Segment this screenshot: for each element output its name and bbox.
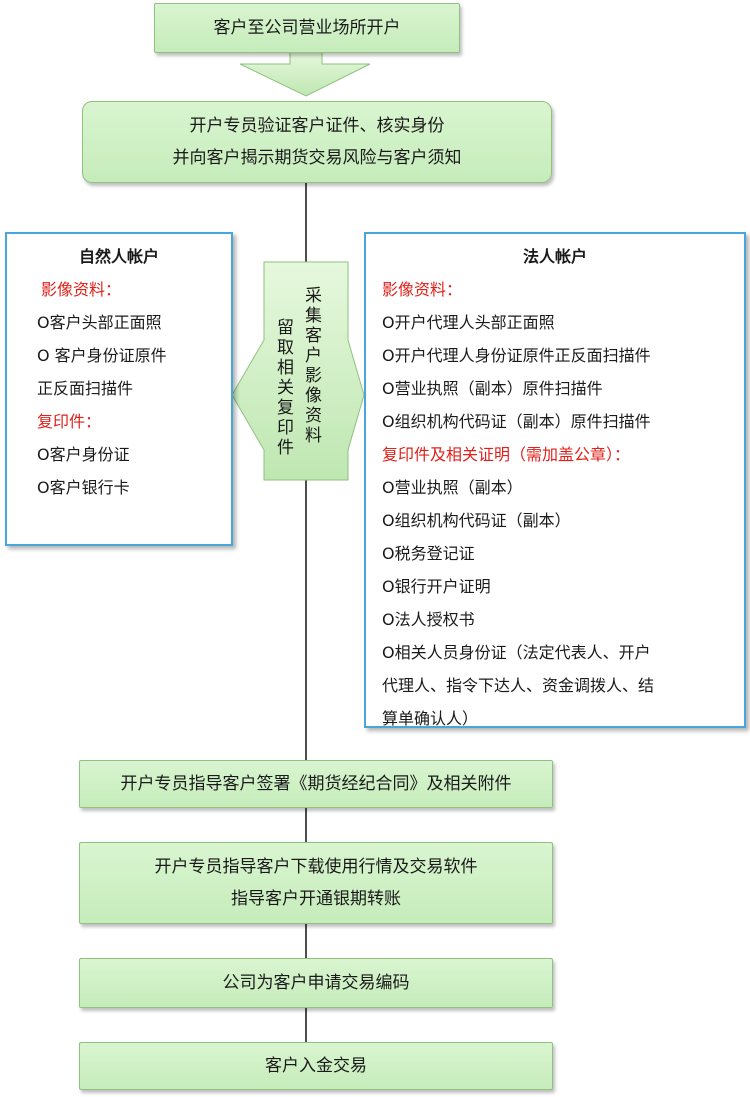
list-item: O相关人员身份证（法定代表人、开户 xyxy=(382,643,651,662)
step-text: 客户入金交易 xyxy=(265,1056,367,1076)
list-item: O客户头部正面照 xyxy=(37,313,162,332)
legal-person-panel: 法人帐户 影像资料： O开户代理人头部正面照 O开户代理人身份证原件正反面扫描件… xyxy=(364,232,746,728)
step-text: 并向客户揭示期货交易风险与客户须知 xyxy=(172,148,462,168)
list-item: O法人授权书 xyxy=(382,610,475,629)
list-item: O营业执照（副本）原件扫描件 xyxy=(382,379,603,398)
list-item: O营业执照（副本） xyxy=(382,478,523,497)
panel-title: 自然人帐户 xyxy=(78,247,159,266)
step-sign-contract: 开户专员指导客户签署《期货经纪合同》及相关附件 xyxy=(79,760,553,808)
list-item: O组织机构代码证（副本） xyxy=(382,511,571,530)
list-item: 代理人、指令下达人、资金调拨人、结 xyxy=(382,676,655,695)
step-text: 开户专员验证客户证件、核实身份 xyxy=(189,116,445,136)
step-deposit-trade: 客户入金交易 xyxy=(79,1042,553,1090)
list-item: 正反面扫描件 xyxy=(37,379,134,398)
natural-person-panel: 自然人帐户 影像资料： O客户头部正面照 O 客户身份证原件 正反面扫描件 复印… xyxy=(5,232,233,546)
image-heading: 影像资料： xyxy=(41,280,122,299)
step-apply-code: 公司为客户申请交易编码 xyxy=(79,958,553,1008)
step-visit-office: 客户至公司营业场所开户 xyxy=(154,3,460,53)
list-item: O客户银行卡 xyxy=(37,478,130,497)
copy-heading: 复印件： xyxy=(37,412,102,431)
panel-title: 法人帐户 xyxy=(522,247,587,266)
list-item: O 客户身份证原件 xyxy=(37,346,167,365)
step-text: 开户专员指导客户签署《期货经纪合同》及相关附件 xyxy=(120,774,512,794)
step-text: 指导客户开通银期转账 xyxy=(231,889,401,909)
list-item: O组织机构代码证（副本）原件扫描件 xyxy=(382,412,651,431)
list-item: O客户身份证 xyxy=(37,445,130,464)
keep-copies-label: 留取相关复印件 xyxy=(273,318,293,458)
step-text: 开户专员指导客户下载使用行情及交易软件 xyxy=(154,857,478,877)
step-text: 客户至公司营业场所开户 xyxy=(213,18,401,38)
collect-image-label: 采集客户影像资料 xyxy=(301,286,321,446)
list-item: O开户代理人头部正面照 xyxy=(382,313,555,332)
step-text: 公司为客户申请交易编码 xyxy=(222,973,410,993)
step-install-software: 开户专员指导客户下载使用行情及交易软件 指导客户开通银期转账 xyxy=(79,842,553,924)
image-heading: 影像资料： xyxy=(382,280,463,299)
step-verify-identity: 开户专员验证客户证件、核实身份 并向客户揭示期货交易风险与客户须知 xyxy=(82,101,552,183)
copy-heading: 复印件及相关证明（需加盖公章）： xyxy=(382,445,631,464)
down-arrow xyxy=(239,51,371,97)
list-item: O银行开户证明 xyxy=(382,577,491,596)
list-item: O开户代理人身份证原件正反面扫描件 xyxy=(382,346,651,365)
list-item: 算单确认人） xyxy=(382,709,479,728)
list-item: O税务登记证 xyxy=(382,544,475,563)
